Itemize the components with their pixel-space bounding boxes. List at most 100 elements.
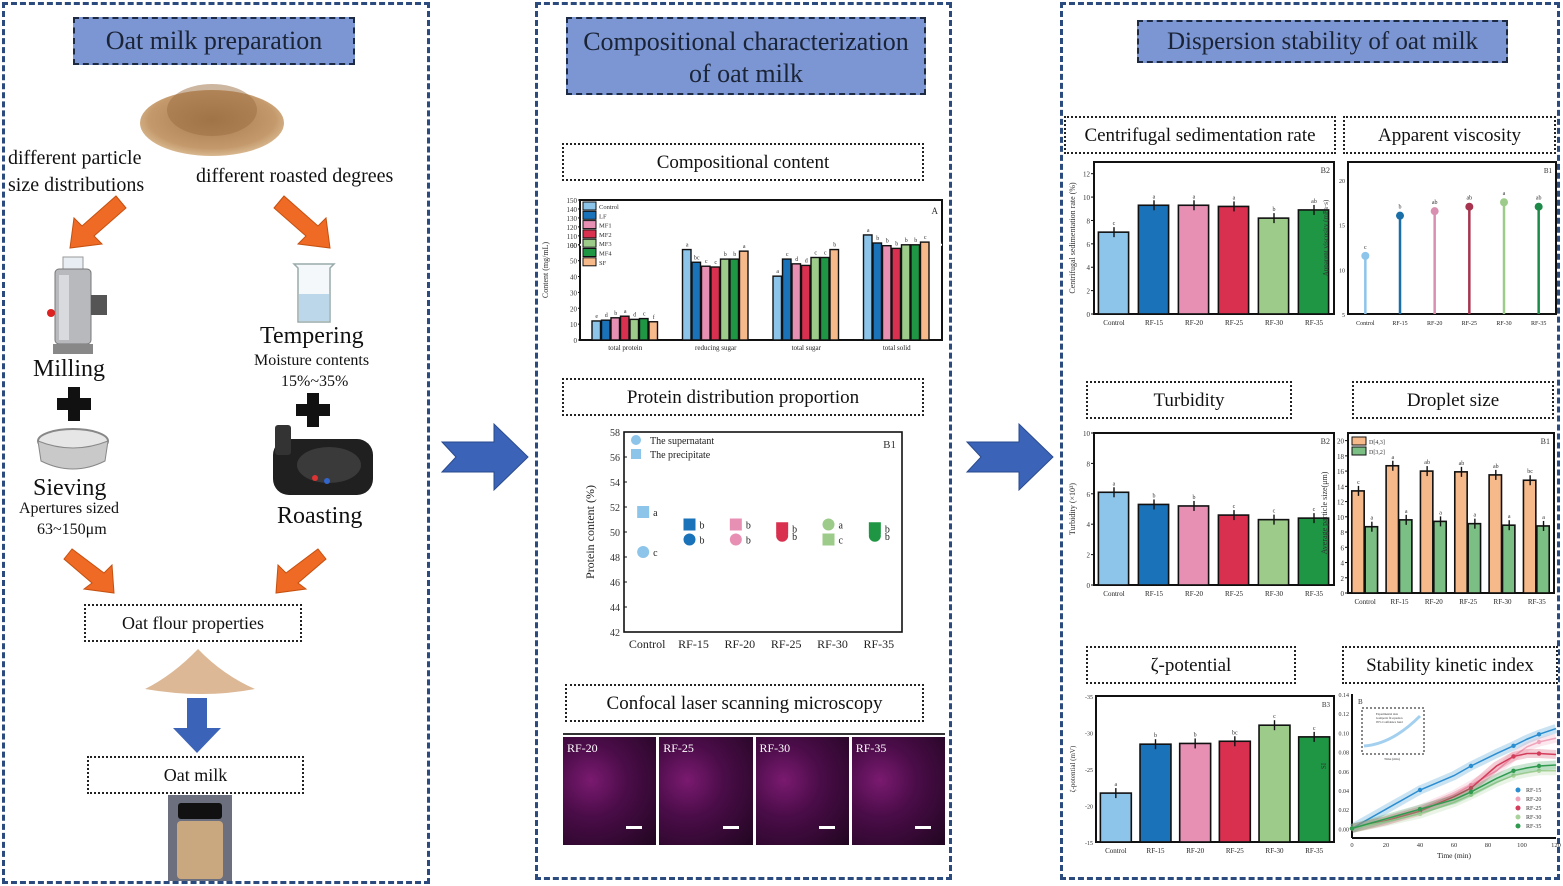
legend-label: Control [599, 204, 619, 211]
panel-letter: B1 [1544, 167, 1553, 175]
y-tick-label: 20 [570, 305, 578, 313]
bar [591, 320, 602, 341]
y-axis-label: Protein content (%) [583, 485, 597, 579]
bar [1177, 204, 1210, 315]
y-tick-label: 100 [567, 242, 578, 250]
significance-letter: ab [1466, 196, 1472, 202]
x-tick-label: RF-35 [1305, 319, 1323, 327]
bar [1364, 525, 1379, 594]
data-point [1417, 787, 1423, 793]
significance-letter: c [1357, 480, 1360, 486]
lollipop-point [1430, 207, 1439, 216]
bar [1178, 742, 1212, 843]
clsm-image-rf-25: RF-25 [659, 737, 753, 845]
significance-letter: c [1113, 221, 1116, 227]
significance-letter: c [924, 235, 927, 241]
significance-letter: a [624, 309, 627, 315]
x-tick-label: 60 [1451, 842, 1458, 849]
significance-letter: a [1542, 515, 1545, 521]
blue-down-arrow-icon [173, 698, 221, 753]
y-tick-label: 140 [567, 206, 578, 214]
x-tick-label: RF-15 [1391, 598, 1409, 605]
y-tick-label: 56 [610, 453, 620, 464]
x-tick-label: RF-25 [1459, 598, 1477, 605]
y-tick-label: 12 [1337, 499, 1345, 507]
significance-letter: b [724, 252, 727, 258]
subtitle-clsm: Confocal laser scanning microscopy [565, 684, 924, 722]
bar [919, 241, 930, 341]
significance-letter: a [1439, 510, 1442, 516]
bar [1433, 520, 1448, 594]
bar [600, 319, 611, 341]
bar [1536, 525, 1551, 594]
legend-label: The precipitate [650, 450, 711, 461]
x-tick-label: 40 [1417, 842, 1424, 849]
x-tick-label: 20 [1383, 842, 1390, 849]
y-tick-label: 30 [570, 289, 578, 297]
bar [891, 247, 902, 341]
significance-letter: b [700, 536, 705, 547]
significance-letter: c [1313, 726, 1316, 732]
significance-letter: c [643, 312, 646, 318]
bar [1467, 522, 1482, 594]
y-tick-label: 6 [1341, 544, 1345, 552]
x-tick-label: RF-15 [1145, 590, 1163, 598]
significance-letter: e [595, 314, 598, 320]
significance-letter: c [653, 548, 658, 559]
scale-bar [722, 826, 739, 829]
bar [1097, 231, 1130, 315]
y-axis-label: Turbidity (×10³) [1068, 483, 1077, 536]
x-tick-label: RF-25 [1462, 321, 1477, 327]
subtitle-droplet-size: Droplet size [1352, 381, 1554, 419]
series-line [1351, 752, 1557, 830]
significance-letter: b [833, 243, 836, 249]
y-tick-label: 0 [1341, 590, 1345, 598]
panel-letter: A [932, 206, 939, 216]
bar [1137, 204, 1170, 315]
y-tick-label: 44 [610, 603, 620, 614]
bar [1350, 490, 1365, 594]
y-tick-label: 6 [1087, 491, 1091, 499]
legend-marker [631, 435, 641, 445]
y-tick-label: 4 [1087, 521, 1091, 529]
plus-icon [296, 393, 330, 427]
significance-letter: c [1273, 714, 1276, 720]
panel-compositional-characterization [535, 2, 952, 880]
supernatant-point [729, 533, 742, 546]
x-tick-label: RF-25 [1225, 590, 1243, 598]
supernatant-point [637, 546, 650, 558]
x-tick-label: total protein [608, 344, 643, 352]
x-tick-label: RF-20 [1185, 590, 1203, 598]
bar [881, 244, 892, 341]
blue-right-arrow-icon [965, 422, 1054, 492]
legend-label: RF-35 [1526, 824, 1541, 830]
data-point [1468, 785, 1474, 791]
bar [1217, 514, 1250, 586]
bar [1522, 479, 1537, 594]
significance-letter: b [905, 238, 908, 244]
y-axis-label: Average particle size(μm) [1320, 471, 1329, 554]
y-tick-label: 48 [610, 553, 620, 564]
orange-arrow-icon [275, 548, 327, 594]
bar [629, 318, 640, 341]
clsm-image-rf-30: RF-30 [755, 737, 849, 845]
data-point [1536, 763, 1542, 769]
bar [910, 244, 921, 341]
scale-bar [818, 826, 835, 829]
y-tick-label: 16 [1337, 468, 1345, 476]
significance-letter: c [1273, 509, 1276, 515]
x-tick-label: RF-20 [1185, 319, 1203, 327]
significance-letter: b [886, 239, 889, 245]
precipitate-point [729, 518, 742, 531]
significance-letter: b [876, 236, 879, 242]
lollipop-point [1534, 202, 1543, 211]
y-tick-label: -35 [1085, 695, 1093, 701]
panel-letter: B2 [1321, 437, 1330, 446]
bar [1453, 471, 1468, 594]
legend-label: D[3,2] [1369, 450, 1385, 456]
x-tick-label: RF-15 [678, 637, 709, 651]
x-tick-label: RF-25 [771, 637, 802, 651]
bar [610, 317, 621, 341]
y-tick-label: 10 [1083, 430, 1091, 438]
